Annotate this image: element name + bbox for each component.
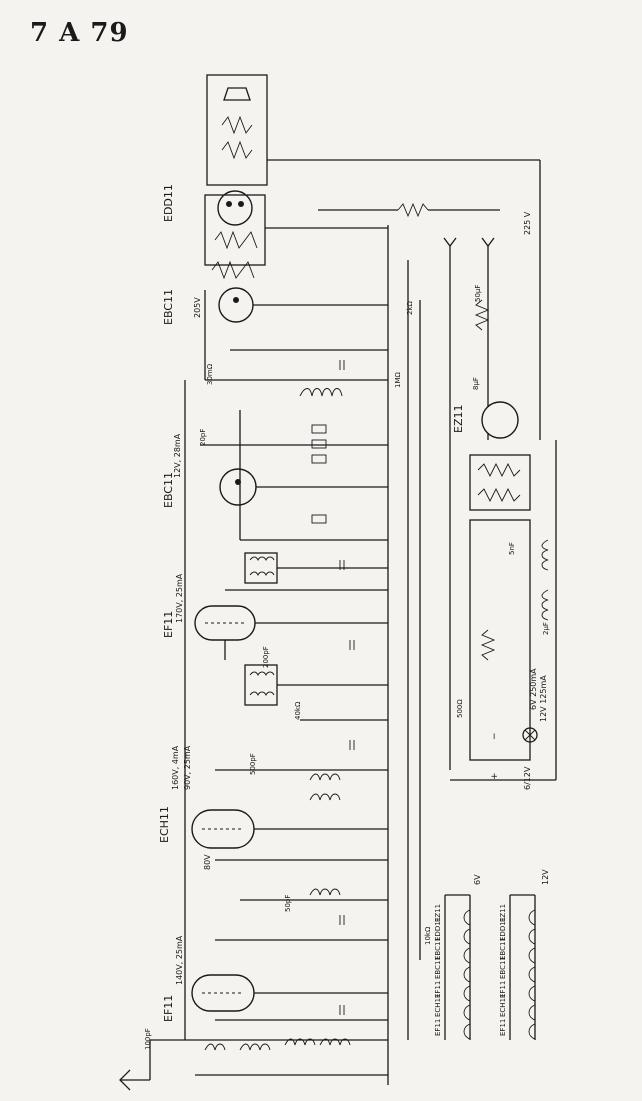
label-500ohm: 500Ω <box>456 699 464 718</box>
heater-label-right-0: EZ11 <box>499 904 507 922</box>
label-50pf: 50pF <box>284 895 292 912</box>
voltage-170: 170V, 25mA <box>175 573 184 623</box>
tube-ebc11-b <box>219 468 257 506</box>
label-40kohm: 40kΩ <box>294 701 302 720</box>
heater-filament-left-2 <box>463 947 471 964</box>
label-5nf: 5nF <box>508 542 516 555</box>
heater-label-left-2: EBC11 <box>434 937 442 960</box>
power-transformer <box>469 454 531 511</box>
heater-bus-12v: 12V <box>541 869 550 885</box>
svg-text:−: − <box>490 732 500 740</box>
heater-6v-current: 6V 250mA <box>529 668 538 710</box>
label-500pf: 500pF <box>249 753 257 775</box>
tube-label-ebc11-b: EBC11 <box>162 472 175 508</box>
tube-edd11 <box>217 190 253 226</box>
label-10kohm: 10kΩ <box>424 926 432 945</box>
if-transformer-2 <box>244 664 278 706</box>
tube-label-ebc11-a: EBC11 <box>162 289 175 325</box>
heater-label-right-6: EF11 <box>499 1019 507 1036</box>
heater-filament-right-2 <box>528 947 536 964</box>
heater-filament-left-5 <box>463 1004 471 1021</box>
page-title: 7 A 79 <box>30 18 129 48</box>
heater-label-right-5: ECH11 <box>499 994 507 1017</box>
heater-filament-left-0 <box>463 909 471 926</box>
heater-filament-right-0 <box>528 909 536 926</box>
heater-label-left-4: EF11 <box>434 981 442 998</box>
heater-filament-right-6 <box>528 1023 536 1040</box>
heater-label-left-0: EZ11 <box>434 904 442 922</box>
pilot-lamp <box>522 727 538 743</box>
heater-label-left-1: EDD11 <box>434 917 442 941</box>
label-2kohm: 2kΩ <box>406 300 414 315</box>
heater-filament-left-4 <box>463 985 471 1002</box>
label-50uf: 50μF <box>474 285 482 302</box>
label-100pf: 100pF <box>144 1028 152 1050</box>
heater-label-left-6: EF11 <box>434 1019 442 1036</box>
tube-ebc11-a <box>218 287 254 323</box>
tube-label-edd11: EDD11 <box>162 184 175 222</box>
heater-label-right-2: EBC11 <box>499 937 507 960</box>
voltage-160: 160V, 4mA <box>171 745 180 790</box>
heater-label-right-1: EDD11 <box>499 917 507 941</box>
voltage-225: 225 V <box>523 211 532 235</box>
voltage-140: 140V, 25mA <box>175 935 184 985</box>
label-20pf: 20pF <box>199 429 207 446</box>
heater-filament-left-3 <box>463 966 471 983</box>
voltage-205: 205V <box>193 297 202 318</box>
tube-label-ef11-b: EF11 <box>162 995 175 1022</box>
tube-ez11 <box>481 401 519 439</box>
label-8uf: 8μF <box>472 377 480 390</box>
heater-label-right-4: EF11 <box>499 981 507 998</box>
heater-filament-left-6 <box>463 1023 471 1040</box>
heater-12v-current: 12V 125mA <box>539 675 548 722</box>
mains-selector: 6/12V <box>523 766 532 790</box>
heater-filament-right-5 <box>528 1004 536 1021</box>
heater-filament-right-4 <box>528 985 536 1002</box>
label-1mohm: 1MΩ <box>394 372 402 388</box>
voltage-12v: 12V, 28mA <box>173 433 182 478</box>
svg-text:+: + <box>490 772 500 780</box>
tube-label-ech11: ECH11 <box>158 806 171 843</box>
heater-filament-right-1 <box>528 928 536 945</box>
label-200pf: 200pF <box>262 646 270 668</box>
heater-label-right-3: EBC11 <box>499 956 507 979</box>
heater-bus-6v: 6V <box>473 874 482 885</box>
tube-label-ez11: EZ11 <box>452 405 465 433</box>
heater-label-left-5: ECH11 <box>434 994 442 1017</box>
label-30mohm: 30mΩ <box>206 363 214 385</box>
voltage-80: 80V <box>203 854 212 870</box>
tube-label-ef11-a: EF11 <box>162 611 175 638</box>
voltage-90: 90V, 25mA <box>183 745 192 790</box>
heater-label-left-3: EBC11 <box>434 956 442 979</box>
label-2uf: 2μF <box>542 622 550 635</box>
heater-filament-left-1 <box>463 928 471 945</box>
heater-filament-right-3 <box>528 966 536 983</box>
speaker <box>206 74 268 186</box>
